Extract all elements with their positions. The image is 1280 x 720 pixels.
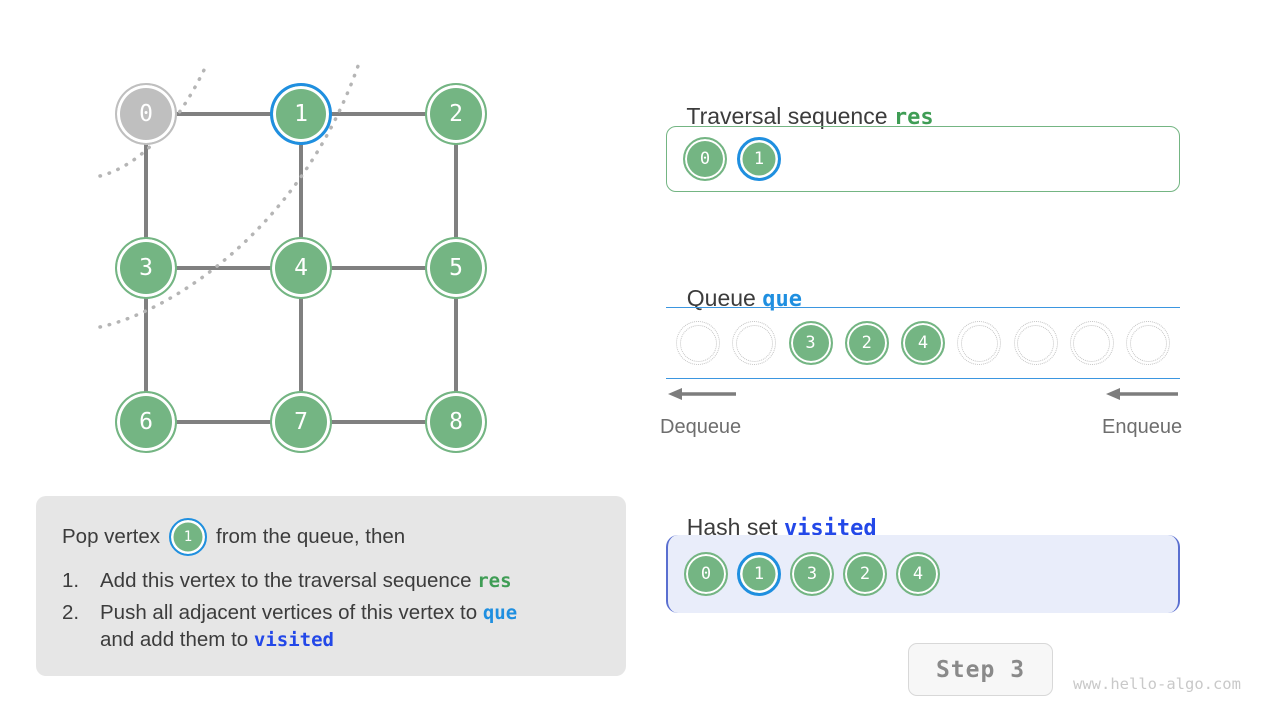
code-token-visited: visited — [253, 629, 334, 652]
description-steps-list: 1. Add this vertex to the traversal sequ… — [62, 567, 600, 654]
queue-slot-7[interactable] — [1069, 321, 1114, 365]
queue-slot-5[interactable] — [957, 321, 1002, 365]
inline-vertex-badge: 1 — [169, 518, 207, 556]
queue-section-title: Queue que — [674, 258, 802, 312]
graph-node-0[interactable]: 0 — [115, 83, 177, 145]
graph-node-8[interactable]: 8 — [425, 391, 487, 453]
graph-node-3[interactable]: 3 — [115, 237, 177, 299]
from-queue-text: from the queue, then — [216, 525, 406, 548]
bfs-frontier-curves — [98, 64, 360, 329]
queue-slot-0[interactable] — [676, 321, 720, 365]
step-number: 1. — [62, 569, 80, 592]
res-slot-0[interactable]: 0 — [683, 137, 727, 181]
list-item: 1. Add this vertex to the traversal sequ… — [62, 567, 600, 595]
step-text: Push all adjacent vertices of this verte… — [100, 599, 517, 654]
hash-slot-2[interactable]: 3 — [790, 552, 834, 596]
step-text-body-2: and add them to — [100, 628, 254, 652]
frontier-curve-2 — [98, 64, 360, 329]
res-slot-1[interactable]: 1 — [737, 137, 781, 181]
queue-slot-8[interactable] — [1126, 321, 1170, 365]
graph-node-5[interactable]: 5 — [425, 237, 487, 299]
queue-slot-1[interactable] — [732, 321, 777, 365]
step-badge: Step 3 — [908, 643, 1053, 696]
hash-section-title: Hash set visited — [674, 487, 877, 541]
hash-slot-1[interactable]: 1 — [737, 552, 781, 596]
watermark: www.hello-algo.com — [1073, 675, 1241, 693]
queue-slot-2[interactable]: 3 — [788, 321, 833, 365]
step-number: 2. — [62, 600, 80, 624]
graph-node-1[interactable]: 1 — [270, 83, 332, 145]
res-section-title: Traversal sequence res — [674, 76, 934, 130]
traversal-sequence-container: 0 1 — [666, 126, 1180, 192]
hash-set-container: 0 1 3 2 4 — [666, 535, 1180, 613]
queue-direction-arrows — [668, 388, 1178, 400]
pop-vertex-text: Pop vertex — [62, 525, 160, 548]
graph-node-4[interactable]: 4 — [270, 237, 332, 299]
queue-title-text: Queue — [686, 285, 763, 311]
step-text: Add this vertex to the traversal sequenc… — [100, 567, 512, 595]
queue-slot-3[interactable]: 2 — [844, 321, 889, 365]
queue-slot-6[interactable] — [1013, 321, 1058, 365]
list-item: 2. Push all adjacent vertices of this ve… — [62, 599, 600, 654]
graph-panel: 0 1 2 3 4 5 6 7 8 — [0, 0, 640, 480]
hash-slot-0[interactable]: 0 — [684, 552, 728, 596]
dequeue-arrow-head-icon — [668, 388, 682, 400]
res-title-text: Traversal sequence — [686, 103, 894, 129]
description-headline: Pop vertex 1 from the queue, then — [62, 518, 600, 556]
frontier-curve-1 — [98, 66, 207, 178]
res-title-code: res — [893, 105, 934, 130]
graph-node-7[interactable]: 7 — [270, 391, 332, 453]
queue-slot-4[interactable]: 4 — [901, 321, 945, 365]
hash-slot-3[interactable]: 2 — [843, 552, 887, 596]
hash-slot-4[interactable]: 4 — [896, 552, 940, 596]
description-box: Pop vertex 1 from the queue, then 1. Add… — [36, 496, 626, 677]
code-token-que: que — [482, 601, 518, 624]
graph-node-2[interactable]: 2 — [425, 83, 487, 145]
step-text-body: Add this vertex to the traversal sequenc… — [100, 569, 478, 592]
dequeue-label: Dequeue — [660, 416, 742, 438]
step-text-body: Push all adjacent vertices of this verte… — [100, 600, 483, 624]
enqueue-arrow-head-icon — [1106, 388, 1120, 400]
graph-node-6[interactable]: 6 — [115, 391, 177, 453]
queue-container: 3 2 4 — [666, 307, 1180, 379]
enqueue-label: Enqueue — [1102, 416, 1183, 438]
code-token-res: res — [477, 570, 512, 592]
